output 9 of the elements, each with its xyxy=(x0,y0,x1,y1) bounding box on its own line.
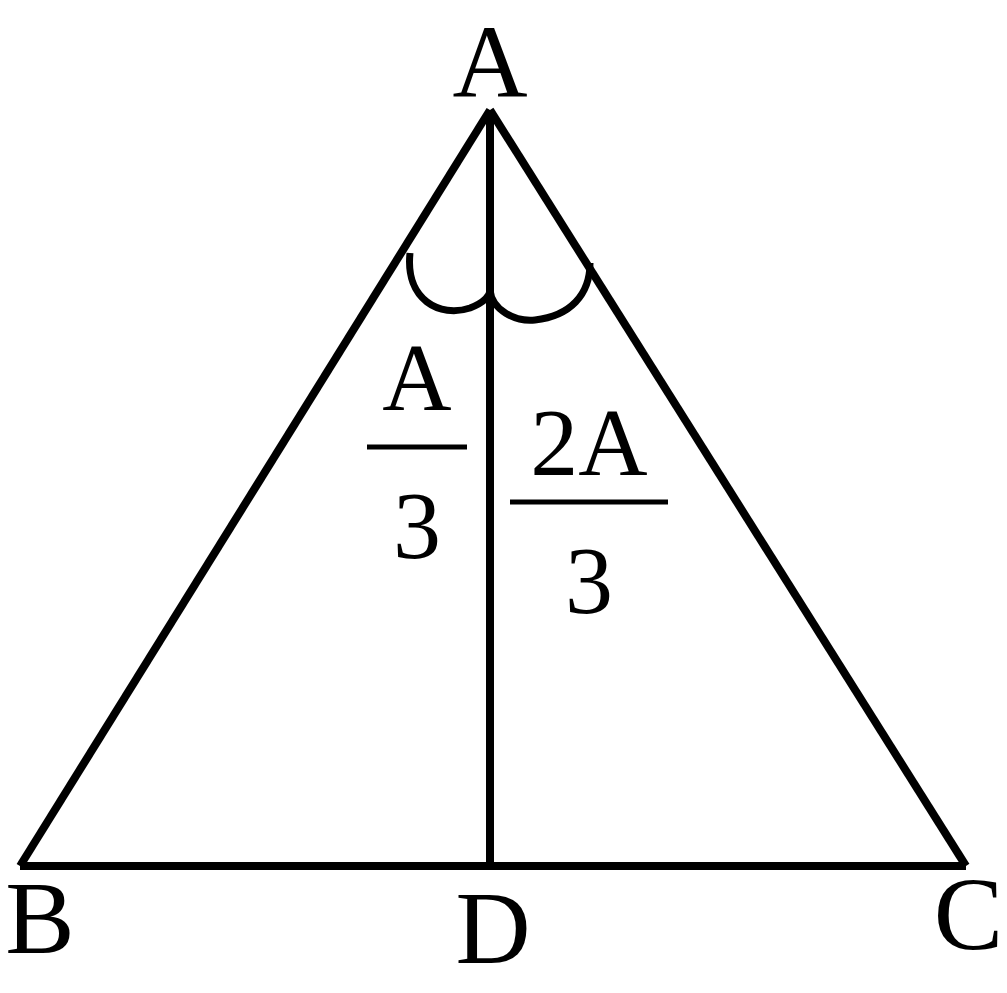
angle-denominator: 3 xyxy=(564,533,614,629)
vertex-label: B xyxy=(0,872,80,964)
vertex-label: C xyxy=(930,868,1007,960)
vertex-label: D xyxy=(448,882,538,974)
angle-numerator: 2A xyxy=(529,395,649,491)
vertex-label: A xyxy=(445,18,535,106)
angle-denominator: 3 xyxy=(392,478,442,574)
triangle-side xyxy=(20,862,490,870)
angle-numerator: A xyxy=(381,330,453,426)
